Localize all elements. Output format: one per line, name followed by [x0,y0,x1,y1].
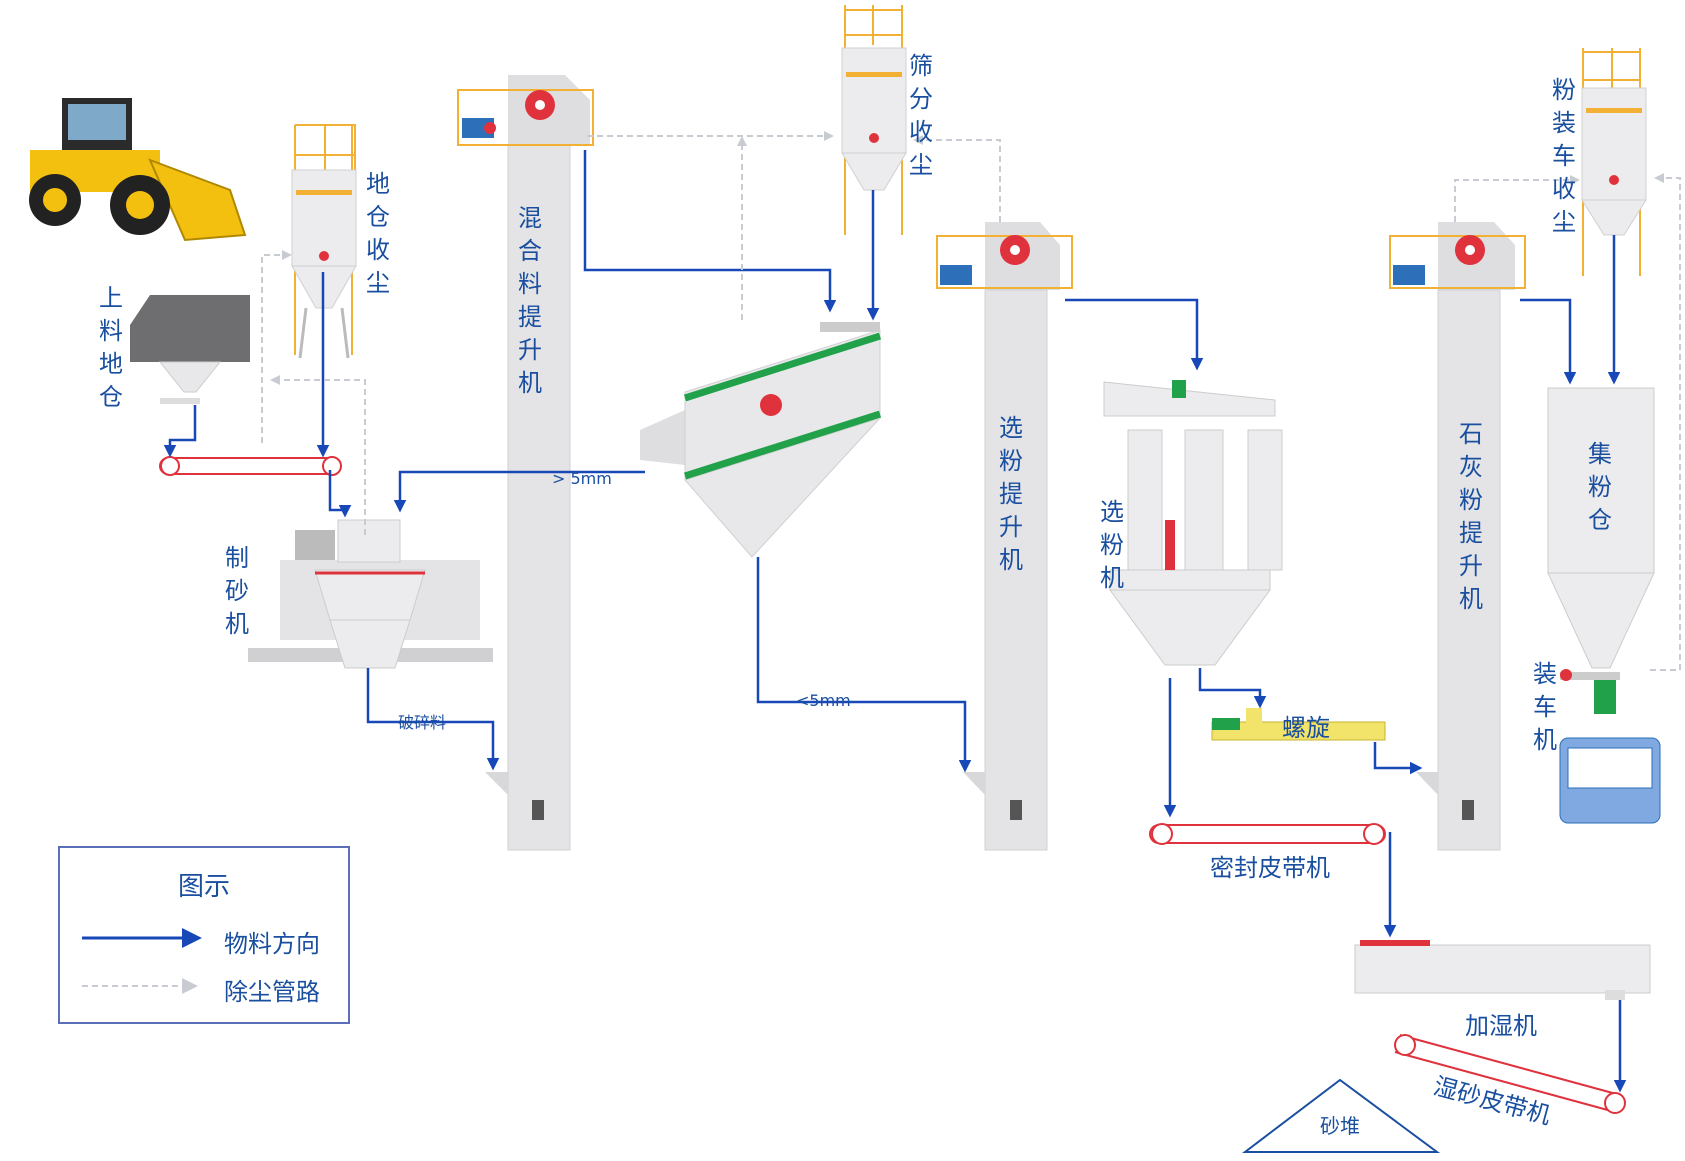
label-over-5mm: > 5mm [552,469,612,488]
powder-silo [1547,387,1655,669]
material-arrow-icon [82,928,202,948]
legend-material [82,928,222,958]
dust-arrow-icon [82,978,198,994]
label-sand-pile: 砂堆 [1320,1114,1360,1138]
humidifier [1354,940,1651,1000]
material-flow-lines [163,150,1627,1093]
label-crushed-material: 破碎料 [398,713,447,732]
label-wet-sand-belt: 湿砂皮带机 [1430,1071,1554,1131]
truck-loader [1559,669,1661,824]
powder-classifier [1103,380,1283,666]
legend: 图示 物料方向 除尘管路 [58,846,350,1024]
sand-pile [1242,1078,1441,1153]
label-humidifier: 加湿机 [1465,1012,1537,1040]
label-dust-collector-screen: 筛 分 收 尘 [909,52,933,179]
label-truck-loader: 装 车 机 [1533,660,1557,754]
vibrating-screen [640,322,882,558]
label-dust-collector-loading: 粉 装 车 收 尘 [1552,76,1576,236]
label-classifier: 选 粉 机 [1100,498,1124,592]
label-under-5mm: <5mm [796,691,851,710]
feed-hopper [130,295,250,404]
label-screw-conveyor: 螺旋 [1282,714,1330,742]
feed-belt-conveyor [159,456,342,476]
select-elevator [936,222,1073,851]
lime-elevator [1389,222,1526,851]
label-lime-elevator: 石 灰 粉 提 升 机 [1459,420,1483,613]
wet-sand-belt [1394,1034,1626,1114]
dust-collector-screen [841,5,907,235]
label-sand-maker: 制 砂 机 [225,544,249,638]
sealed-belt-conveyor [1149,823,1386,845]
label-powder-silo: 集 粉 仓 [1588,440,1612,534]
legend-dust-label: 除尘管路 [224,978,320,1006]
label-dust-collector-hopper: 地 仓 收 尘 [366,170,390,297]
screw-conveyor [1211,708,1386,741]
legend-title: 图示 [177,872,230,902]
label-sealed-belt: 密封皮带机 [1210,854,1330,882]
label-feed-hopper: 上 料 地 仓 [99,284,123,411]
dust-collector-loading [1581,48,1647,276]
label-select-elevator: 选 粉 提 升 机 [999,414,1023,574]
legend-dust [82,976,222,1006]
sand-making-machine [248,519,493,669]
mix-elevator [457,75,594,851]
wheel-loader-icon [29,98,247,242]
legend-material-label: 物料方向 [224,930,320,958]
label-mix-elevator: 混 合 料 提 升 机 [518,204,542,397]
dust-flow-lines [261,131,1681,671]
